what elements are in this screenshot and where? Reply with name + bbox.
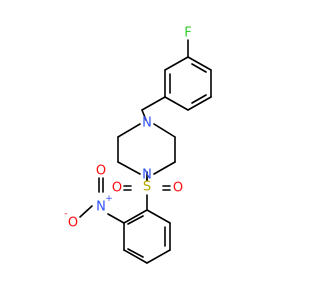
nitro-oxygen-double-label: O [96, 164, 106, 179]
sulfonyl-bonds [123, 179, 171, 191]
piperazine-n4-label: N [142, 168, 152, 183]
sulfur-atom-label: S [143, 180, 151, 195]
nitro-oxygen-charge: - [64, 209, 67, 219]
benzyl-bond-2 [141, 109, 147, 121]
sulfonyl-oxygen-left-label: O [112, 181, 122, 196]
nitrophenyl-ring [123, 209, 171, 264]
piperazine-n1-label: N [142, 116, 152, 131]
molecule-diagram: F N N S O O N + O - O [64, 26, 212, 264]
benzyl-bond-1 [141, 96, 166, 111]
n-o-minus-bond [79, 205, 93, 218]
structure-canvas: F N N S O O N + O - O [64, 26, 212, 264]
fluorine-atom-label: F [184, 26, 191, 41]
sulfonyl-oxygen-right-label: O [173, 181, 183, 196]
nitro-oxygen-minus-label: O [68, 216, 78, 231]
nitro-nitrogen-charge: + [105, 194, 113, 204]
c-nitro-bond [107, 213, 125, 224]
fluorobenzyl-ring [164, 56, 212, 111]
piperazine-ring [117, 123, 176, 175]
nitro-nitrogen-label: N [96, 200, 106, 215]
